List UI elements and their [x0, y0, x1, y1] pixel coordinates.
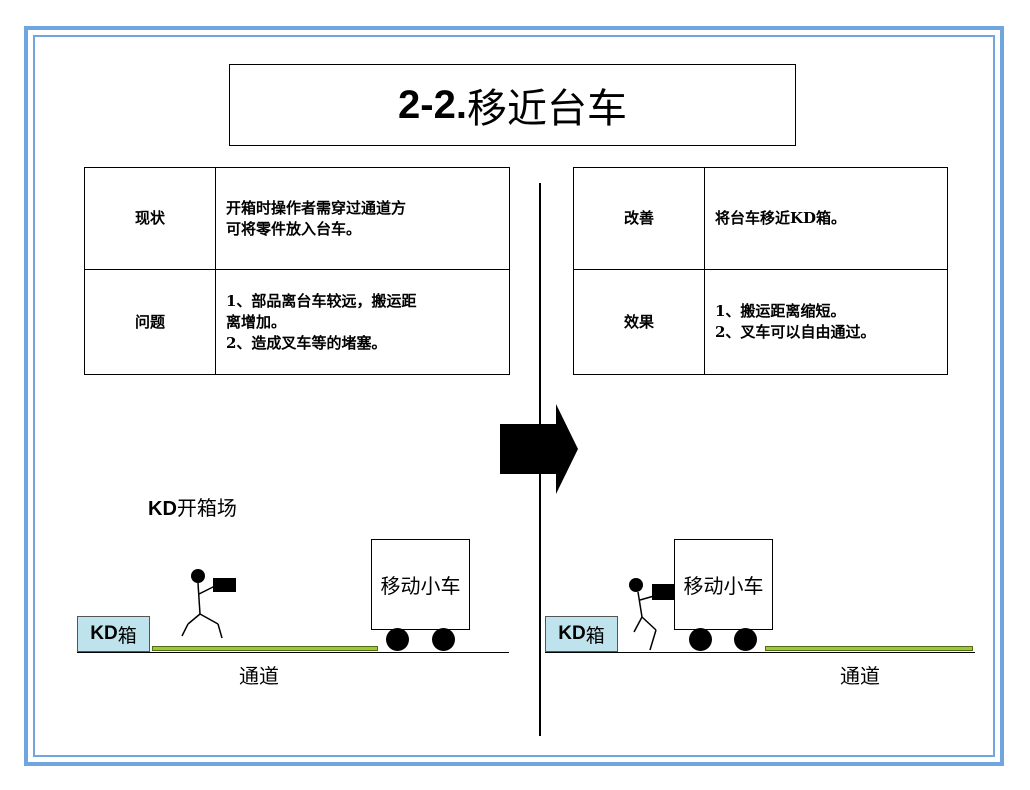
aisle-label: 通道: [840, 664, 880, 688]
outer-frame: [24, 26, 1004, 766]
aisle-label: 通道: [239, 664, 279, 688]
moving-cart: 移动小车: [674, 539, 773, 630]
title-text: 移近台车: [466, 86, 627, 132]
table-row: 效果 1、搬运距离缩短。 2、叉车可以自由通过。: [573, 269, 948, 375]
kd-box-text: 箱: [585, 624, 605, 647]
cart-label: 移动小车: [683, 574, 764, 598]
row-value-line: 2、造成叉车等的堵塞。: [226, 333, 387, 352]
kd-box-text: 箱: [117, 624, 137, 647]
worker-carrying-box-icon: [181, 569, 236, 639]
cart-wheel-icon: [386, 628, 409, 651]
title-number: 2-2.: [398, 82, 467, 127]
slide-title: 2-2.移近台车: [229, 64, 796, 146]
row-key: 改善: [573, 167, 705, 270]
row-value-line: 可将零件放入台车。: [226, 219, 362, 238]
table-row: 现状 开箱时操作者需穿过通道方 可将零件放入台车。: [84, 167, 510, 270]
row-value: 将台车移近KD箱。: [704, 167, 948, 270]
aisle-path: [765, 646, 973, 651]
row-key: 问题: [84, 269, 216, 375]
row-value-line: 离增加。: [226, 312, 287, 331]
floor-line: [77, 652, 509, 653]
row-value-line: 将台车移近KD箱。: [715, 209, 847, 227]
cart-wheel-icon: [689, 628, 712, 651]
row-value: 1、部品离台车较远，搬运距 离增加。 2、造成叉车等的堵塞。: [215, 269, 510, 375]
floor-line: [545, 652, 975, 653]
right-arrow-icon: [500, 404, 578, 494]
row-value-line: 1、部品离台车较远，搬运距: [226, 291, 417, 310]
row-value: 1、搬运距离缩短。 2、叉车可以自由通过。: [704, 269, 948, 375]
improvement-table: 改善 将台车移近KD箱。 效果 1、搬运距离缩短。 2、叉车可以自由通过。: [573, 167, 948, 375]
table-row: 改善 将台车移近KD箱。: [573, 167, 948, 270]
worker-carrying-box-icon: [629, 578, 674, 651]
kd-unpacking-area-label: KD开箱场: [148, 492, 237, 521]
row-key: 现状: [84, 167, 216, 270]
kd-heading-latin: KD: [148, 498, 177, 520]
aisle-path: [152, 646, 378, 651]
kd-heading-text: 开箱场: [176, 496, 237, 520]
kd-box-latin: KD: [90, 623, 118, 644]
inner-frame: [33, 35, 995, 757]
row-key: 效果: [573, 269, 705, 375]
current-state-table: 现状 开箱时操作者需穿过通道方 可将零件放入台车。 问题 1、部品离台车较远，搬…: [84, 167, 510, 375]
cart-label: 移动小车: [380, 574, 461, 598]
cart-wheel-icon: [734, 628, 757, 651]
moving-cart: 移动小车: [371, 539, 470, 630]
row-value-line: 开箱时操作者需穿过通道方: [226, 198, 407, 217]
row-value-line: 2、叉车可以自由通过。: [715, 323, 876, 341]
kd-box-latin: KD: [558, 623, 586, 644]
cart-wheel-icon: [432, 628, 455, 651]
row-value-line: 1、搬运距离缩短。: [715, 302, 846, 320]
table-row: 问题 1、部品离台车较远，搬运距 离增加。 2、造成叉车等的堵塞。: [84, 269, 510, 375]
row-value: 开箱时操作者需穿过通道方 可将零件放入台车。: [215, 167, 510, 270]
